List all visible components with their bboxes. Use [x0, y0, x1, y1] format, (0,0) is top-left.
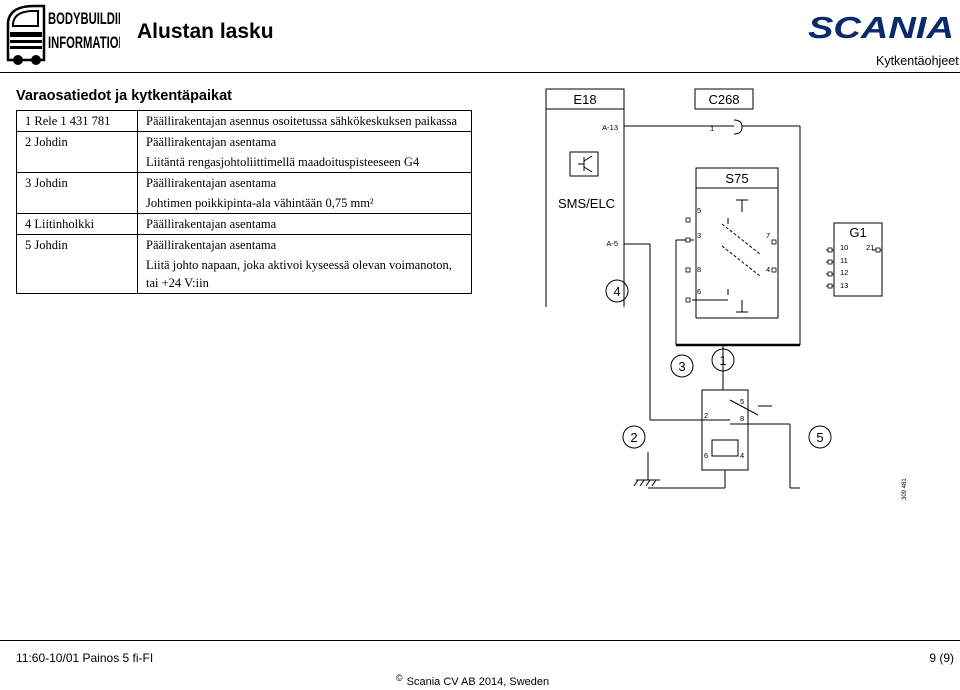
connector-icon: [733, 119, 743, 135]
truck-icon: [6, 4, 46, 65]
g1-pin-21: 21: [866, 243, 874, 252]
item-cell: 3 Johdin: [16, 172, 138, 193]
header-divider: [0, 72, 960, 73]
bodybuilding-information-logo: BODYBUILDING INFORMATION: [4, 2, 135, 66]
s75-pin-4: 4: [766, 265, 770, 274]
item-cell: [16, 255, 138, 294]
callout-1: 1: [719, 353, 726, 368]
item-cell: 4 Liitinholkki: [16, 213, 138, 235]
callout-3: 3: [678, 359, 685, 374]
relay-pin-5: 5: [740, 397, 744, 406]
ground-icon: [633, 479, 660, 487]
item-cell: [16, 193, 138, 214]
scania-logo: SCANIA: [808, 10, 956, 45]
callout-2: 2: [630, 430, 637, 445]
e18-header-box: [545, 88, 625, 110]
c268-label: C268: [708, 92, 739, 107]
table-row: 2 Johdin Päällirakentajan asentama: [16, 131, 472, 152]
s75-header-box: [695, 167, 779, 189]
g1-pin-12: 12: [840, 268, 848, 277]
relay-pin-8: 8: [740, 414, 744, 423]
callout-circle-4: [605, 279, 629, 303]
scania-wordmark: SCANIA: [808, 10, 954, 42]
copyright-text: Scania CV AB 2014, Sweden: [406, 676, 550, 688]
g1-pin-13: 13: [840, 281, 848, 290]
s75-pin-5: 5: [697, 206, 701, 215]
g1-pin-10: 10: [840, 243, 848, 252]
description-cell: Päällirakentajan asentama: [137, 234, 472, 255]
s75-pin-3: 3: [697, 231, 701, 240]
g1-label: G1: [849, 225, 866, 240]
g1-pin-11: 11: [840, 256, 848, 265]
callout-circle-5: [808, 425, 832, 449]
g1-box: [833, 222, 883, 297]
description-cell: Johtimen poikkipinta-ala vähintään 0,75 …: [137, 193, 472, 214]
callout-circle-1: [711, 348, 735, 372]
description-cell: Päällirakentajan asentama: [137, 131, 472, 152]
s75-label: S75: [725, 171, 748, 186]
e18-pin-a5: A-5: [606, 239, 618, 248]
table-row: Johtimen poikkipinta-ala vähintään 0,75 …: [16, 193, 472, 214]
figure-number: 309 481: [902, 478, 908, 500]
callout-circle-2: [622, 425, 646, 449]
relay-pin-2: 2: [704, 411, 708, 420]
relay-symbol: [701, 389, 772, 471]
description-cell: Päällirakentajan asentama: [137, 172, 472, 193]
item-cell: 1 Rele 1 431 781: [16, 110, 138, 132]
e18-module-label: SMS/ELC: [558, 196, 615, 211]
relay-pin-6: 6: [704, 451, 708, 460]
relay-pin-4: 4: [740, 451, 744, 460]
callout-5: 5: [816, 430, 823, 445]
description-cell: Päällirakentajan asennus osoitetussa säh…: [137, 110, 472, 132]
s75-pin-7: 7: [766, 231, 770, 240]
footer-copyright: ©Scania CV AB 2014, Sweden: [396, 673, 549, 688]
footer-page-number: 9 (9): [929, 651, 954, 665]
item-cell: [16, 152, 138, 173]
description-cell: Liitä johto napaan, joka aktivoi kyseess…: [137, 255, 472, 294]
e18-label: E18: [573, 92, 596, 107]
table-row: 4 Liitinholkki Päällirakentajan asentama: [16, 213, 472, 235]
s75-pin-8: 8: [697, 265, 701, 274]
c268-header-box: [694, 88, 754, 110]
table-row: Liitä johto napaan, joka aktivoi kyseess…: [16, 255, 472, 294]
page-title: Alustan lasku: [137, 20, 274, 43]
section-label: Kytkentäohjeet: [876, 54, 959, 68]
transistor-icon: [569, 151, 599, 177]
copyright-symbol: ©: [396, 673, 403, 683]
table-row: Liitäntä rengasjohtoliittimellä maadoitu…: [16, 152, 472, 173]
table-row: 3 Johdin Päällirakentajan asentama: [16, 172, 472, 193]
description-cell: Liitäntä rengasjohtoliittimellä maadoitu…: [137, 152, 472, 173]
footer-divider: [0, 640, 960, 641]
callout-4: 4: [613, 284, 620, 299]
item-cell: 2 Johdin: [16, 131, 138, 152]
c268-pin: 1: [710, 124, 714, 133]
e18-pin-a13: A-13: [602, 123, 618, 132]
parts-heading: Varaosatiedot ja kytkentäpaikat: [16, 88, 232, 104]
callout-circle-3: [670, 354, 694, 378]
description-cell: Päällirakentajan asentama: [137, 213, 472, 235]
table-row: 5 Johdin Päällirakentajan asentama: [16, 234, 472, 255]
logo-line1: BODYBUILDING: [48, 10, 120, 29]
parts-table: 1 Rele 1 431 781 Päällirakentajan asennu…: [16, 110, 472, 294]
s75-pin-6: 6: [697, 287, 701, 296]
footer-publication-info: 11:60-10/01 Painos 5 fi-FI: [16, 651, 154, 665]
item-cell: 5 Johdin: [16, 234, 138, 255]
logo-line2: INFORMATION: [48, 34, 120, 53]
table-row: 1 Rele 1 431 781 Päällirakentajan asennu…: [16, 110, 472, 132]
